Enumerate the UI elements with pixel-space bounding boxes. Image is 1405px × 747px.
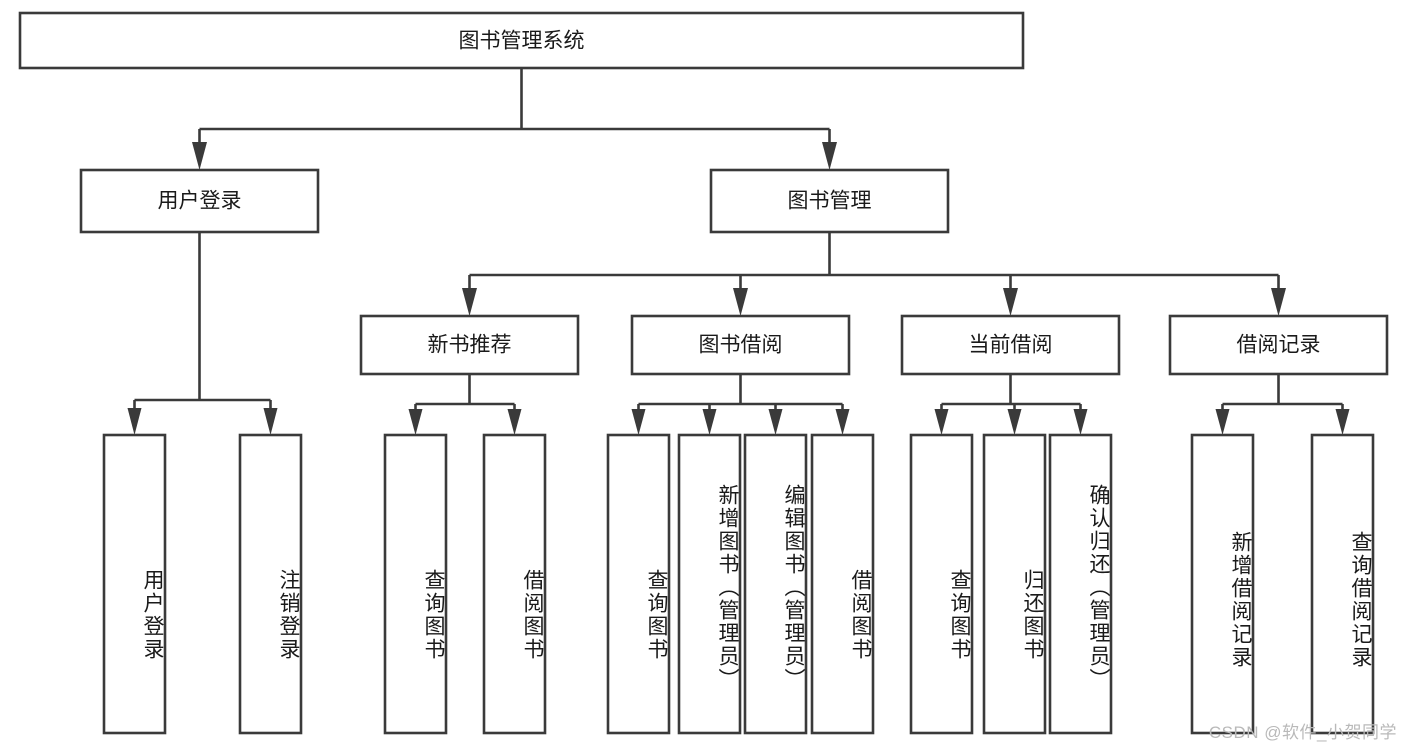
node-root-rect[interactable]: [18, 11, 1025, 70]
node-borrow-record-rect[interactable]: [1168, 314, 1389, 376]
connector-group-book-borrow: [631, 374, 850, 435]
leaf-edit-book-admin-rect[interactable]: [743, 433, 808, 735]
leaf-logout-login-rect[interactable]: [238, 433, 303, 735]
arrowhead-leaf-return-book: [1007, 409, 1022, 435]
node-current-borrow-label: 当前借阅: [969, 334, 1053, 357]
node-book-borrow[interactable]: 图书借阅: [630, 314, 851, 376]
node-book-management-rect[interactable]: [709, 168, 950, 234]
node-new-book-recommend-rect[interactable]: [359, 314, 580, 376]
node-root-label: 图书管理系统: [459, 30, 585, 53]
arrowhead-new-book-recommend: [462, 288, 477, 316]
leaf-borrow-book-1-rect[interactable]: [482, 433, 547, 735]
arrowhead-user-login: [192, 142, 207, 170]
arrowhead-borrow-record: [1271, 288, 1286, 316]
arrowhead-leaf-edit-book-admin: [768, 409, 783, 435]
leaf-borrow-book-2-rect[interactable]: [810, 433, 875, 735]
node-book-borrow-label: 图书借阅: [699, 334, 783, 357]
arrowhead-leaf-borrow-book-1: [507, 409, 522, 435]
node-user-login[interactable]: 用户登录: [79, 168, 320, 234]
connector-group-borrow-record: [1215, 374, 1350, 435]
node-current-borrow[interactable]: 当前借阅: [900, 314, 1121, 376]
leaf-add-book-admin-rect[interactable]: [677, 433, 742, 735]
arrowhead-leaf-query-book-1: [408, 409, 423, 435]
node-borrow-record[interactable]: 借阅记录: [1168, 314, 1389, 376]
connector-group-book-management: [462, 232, 1286, 316]
arrowhead-current-borrow: [1003, 288, 1018, 316]
arrowhead-leaf-user-login: [127, 408, 142, 435]
leaf-query-borrow-record-rect[interactable]: [1310, 433, 1375, 735]
node-new-book-recommend-label: 新书推荐: [428, 334, 512, 357]
connector-group-root: [192, 68, 837, 170]
leaf-query-book-1-rect[interactable]: [383, 433, 448, 735]
leaf-confirm-return-admin-rect[interactable]: [1048, 433, 1113, 735]
node-book-borrow-rect[interactable]: [630, 314, 851, 376]
leaf-user-login-rect[interactable]: [102, 433, 167, 735]
arrowhead-leaf-query-borrow-record: [1335, 409, 1350, 435]
arrowhead-leaf-add-book-admin: [702, 409, 717, 435]
connector-group-current-borrow: [934, 374, 1088, 435]
node-book-management-label: 图书管理: [788, 190, 872, 213]
arrowhead-leaf-query-book-2: [631, 409, 646, 435]
connector-group-new-book-recommend: [408, 374, 522, 435]
arrowhead-book-borrow: [733, 288, 748, 316]
arrowhead-book-management: [822, 142, 837, 170]
arrowhead-leaf-logout-login: [263, 408, 278, 435]
arrowhead-leaf-add-borrow-record: [1215, 409, 1230, 435]
node-user-login-rect[interactable]: [79, 168, 320, 234]
leaf-query-book-2-rect[interactable]: [606, 433, 671, 735]
node-current-borrow-rect[interactable]: [900, 314, 1121, 376]
connector-group-user-login: [127, 232, 278, 435]
leaf-add-borrow-record-rect[interactable]: [1190, 433, 1255, 735]
node-root[interactable]: 图书管理系统: [18, 11, 1025, 70]
leaf-query-book-3-rect[interactable]: [909, 433, 974, 735]
watermark-text: CSDN @软件_小贺同学: [1208, 723, 1397, 742]
arrowhead-leaf-confirm-return-admin: [1073, 409, 1088, 435]
arrowhead-leaf-borrow-book-2: [835, 409, 850, 435]
node-new-book-recommend[interactable]: 新书推荐: [359, 314, 580, 376]
node-user-login-label: 用户登录: [158, 190, 242, 213]
leaf-return-book-rect[interactable]: [982, 433, 1047, 735]
arrowhead-leaf-query-book-3: [934, 409, 949, 435]
node-borrow-record-label: 借阅记录: [1237, 334, 1321, 357]
node-book-management[interactable]: 图书管理: [709, 168, 950, 234]
